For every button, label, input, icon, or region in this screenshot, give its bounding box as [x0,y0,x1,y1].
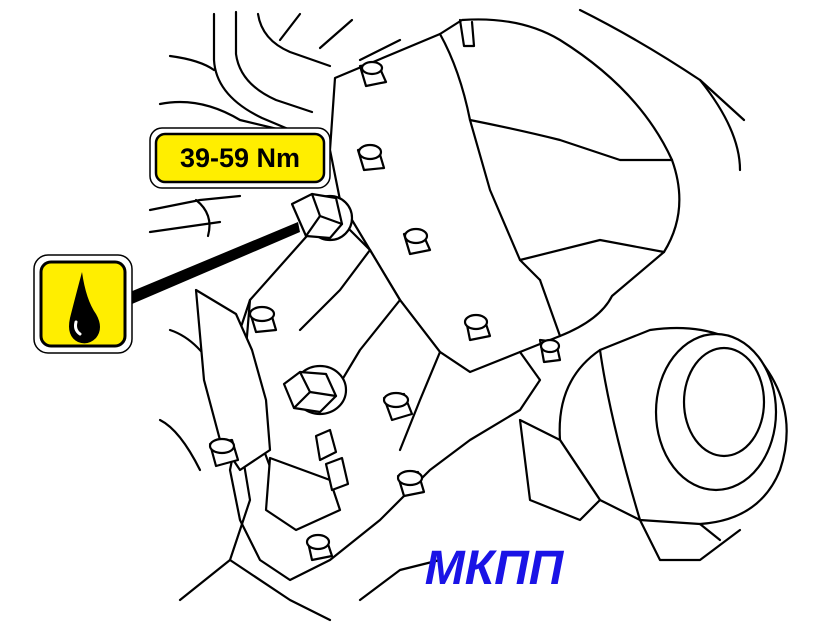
mount-bracket [194,288,350,532]
bolt [396,469,426,498]
torque-badge [154,132,326,184]
bolt [305,533,334,562]
bolt [358,60,388,88]
bolt [208,437,240,468]
oil-pointer-line [130,222,300,304]
drain-plug [282,364,348,416]
bolt [356,143,386,172]
oil-drop-icon [33,254,133,354]
bolt [463,313,492,342]
housing-bolts [208,60,562,562]
torque-value: 39-59 Nm [180,143,300,173]
assembly-label: МКПП [425,542,565,595]
filler-plug [290,192,354,242]
transmission-housing [328,8,746,374]
output-flange [518,326,788,562]
bolt [402,227,432,256]
bolt [248,305,278,334]
bolt [382,391,414,422]
upper-hoses [158,10,402,136]
bolt [538,338,562,364]
torque-callout: 39-59 Nm [149,127,331,189]
